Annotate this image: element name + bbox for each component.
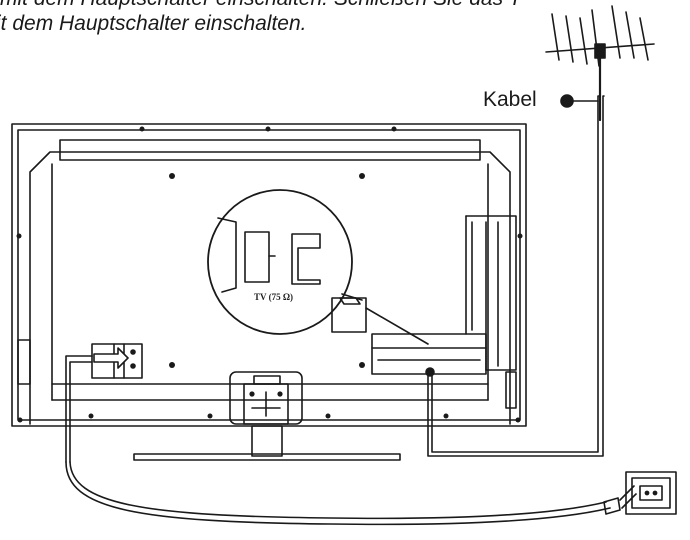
tv-port-label: TV (75 Ω) — [254, 292, 293, 302]
antenna-icon — [545, 5, 655, 122]
power-cable — [65, 355, 611, 526]
zoom-detail: TV (75 Ω) — [207, 189, 429, 345]
antenna-jack — [425, 367, 435, 377]
cable-marker-icon — [560, 94, 574, 108]
instruction-line-1: mit dem Hauptschalter einschalten. Schli… — [0, 0, 520, 11]
instruction-line-2: it dem Hauptschalter einschalten. — [0, 12, 307, 35]
screw-holes — [16, 126, 523, 423]
wall-outlet-icon — [603, 471, 677, 515]
arrow-icon — [93, 347, 129, 369]
instruction-text: mit dem Hauptschalter einschalten. Schli… — [0, 0, 520, 48]
side-connector-panel — [371, 215, 517, 377]
tv-stand — [133, 371, 401, 461]
antenna-cable — [427, 94, 605, 457]
cable-label: Kabel — [483, 88, 537, 111]
power-input-module — [91, 343, 143, 379]
